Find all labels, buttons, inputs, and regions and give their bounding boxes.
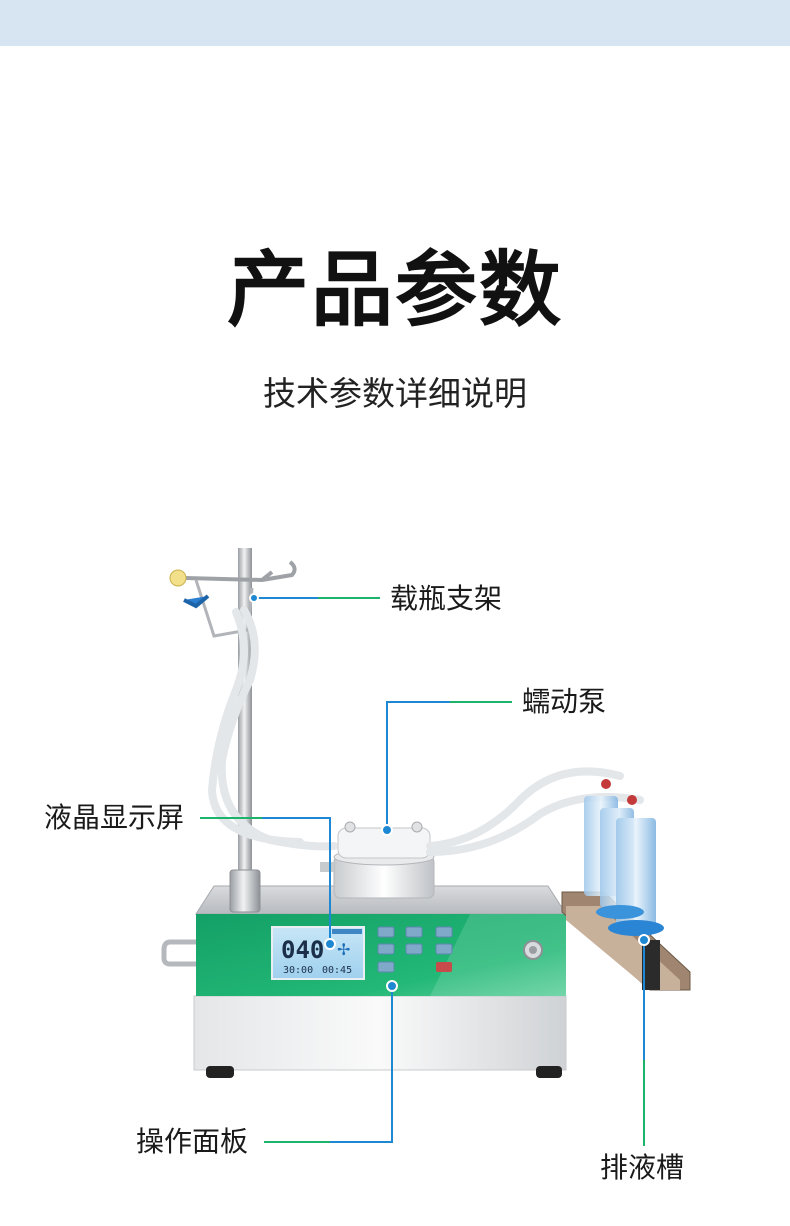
tube-to-drain-1 [426,767,624,850]
keypad [377,926,453,973]
panel-glare [430,914,566,996]
top-banner-band [0,0,790,46]
callout-peristaltic-pump: 蠕动泵 [522,685,607,718]
red-indicator [436,962,452,972]
bottle-clamp [185,560,297,583]
filter-cups [584,779,664,936]
machine-foot-right [536,1066,562,1078]
fan-icon: ✢ [337,940,350,959]
bottle-cap [169,569,187,587]
machine-lower-body [193,995,567,1071]
callout-bottle-holder: 载瓶支架 [390,582,503,615]
page-title: 产品参数 [226,243,563,338]
machine-foot-left [206,1066,234,1078]
blue-valve [183,594,210,609]
side-handle [161,939,196,967]
callout-lcd-display: 液晶显示屏 [44,801,185,834]
lcd-screen [271,926,365,980]
callout-control-panel: 操作面板 [136,1125,249,1158]
lcd-right-value: 00:45 [322,965,352,976]
lcd-left-value: 30:00 [283,965,313,976]
stand-base-collar [229,869,261,913]
lcd-main-value: 040 [281,936,324,964]
callout-drain-tank: 排液槽 [600,1151,685,1184]
page-subtitle: 技术参数详细说明 [263,374,527,413]
